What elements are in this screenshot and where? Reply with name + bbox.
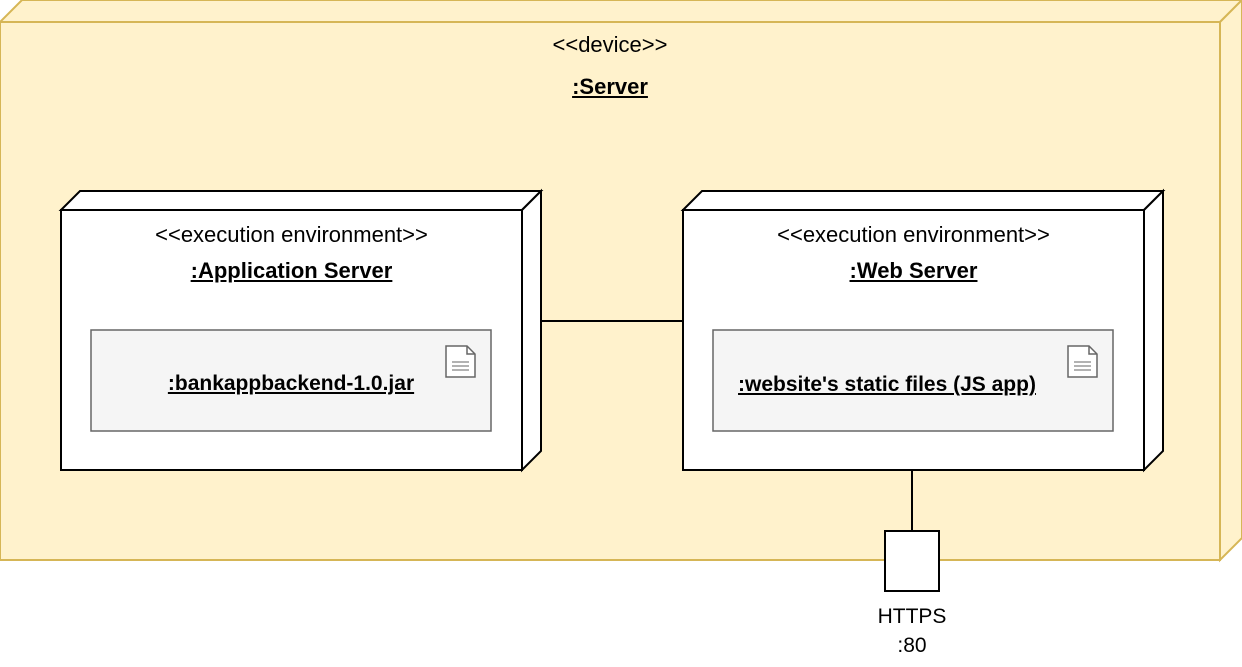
https-port[interactable] (884, 530, 940, 592)
backend-artifact-box[interactable] (90, 329, 492, 432)
app-server-top-face (58, 190, 544, 211)
document-icon (445, 345, 476, 378)
web-server-name: :Web Server (849, 258, 978, 283)
device-name: :Server (572, 74, 648, 99)
port-protocol-label: HTTPS (877, 605, 947, 628)
app-server-node[interactable] (58, 188, 544, 473)
backend-artifact-name: :bankappbackend-1.0.jar (167, 372, 415, 395)
device-side-face (1219, 0, 1242, 563)
web-server-node[interactable] (680, 188, 1166, 473)
device-top-face (0, 0, 1242, 23)
static-files-artifact-name: :website's static files (JS app) (738, 373, 1036, 396)
device-stereotype: <<device>> (552, 32, 668, 57)
document-icon (1067, 345, 1098, 378)
app-server-stereotype: <<execution environment>> (155, 222, 428, 247)
app-server-side-face (521, 188, 542, 473)
web-server-stereotype: <<execution environment>> (777, 222, 1050, 247)
static-files-artifact-box[interactable] (712, 329, 1114, 432)
app-server-name: :Application Server (190, 258, 393, 283)
port-number-label: :80 (897, 634, 927, 657)
web-server-side-face (1143, 188, 1164, 473)
web-server-top-face (680, 190, 1166, 211)
